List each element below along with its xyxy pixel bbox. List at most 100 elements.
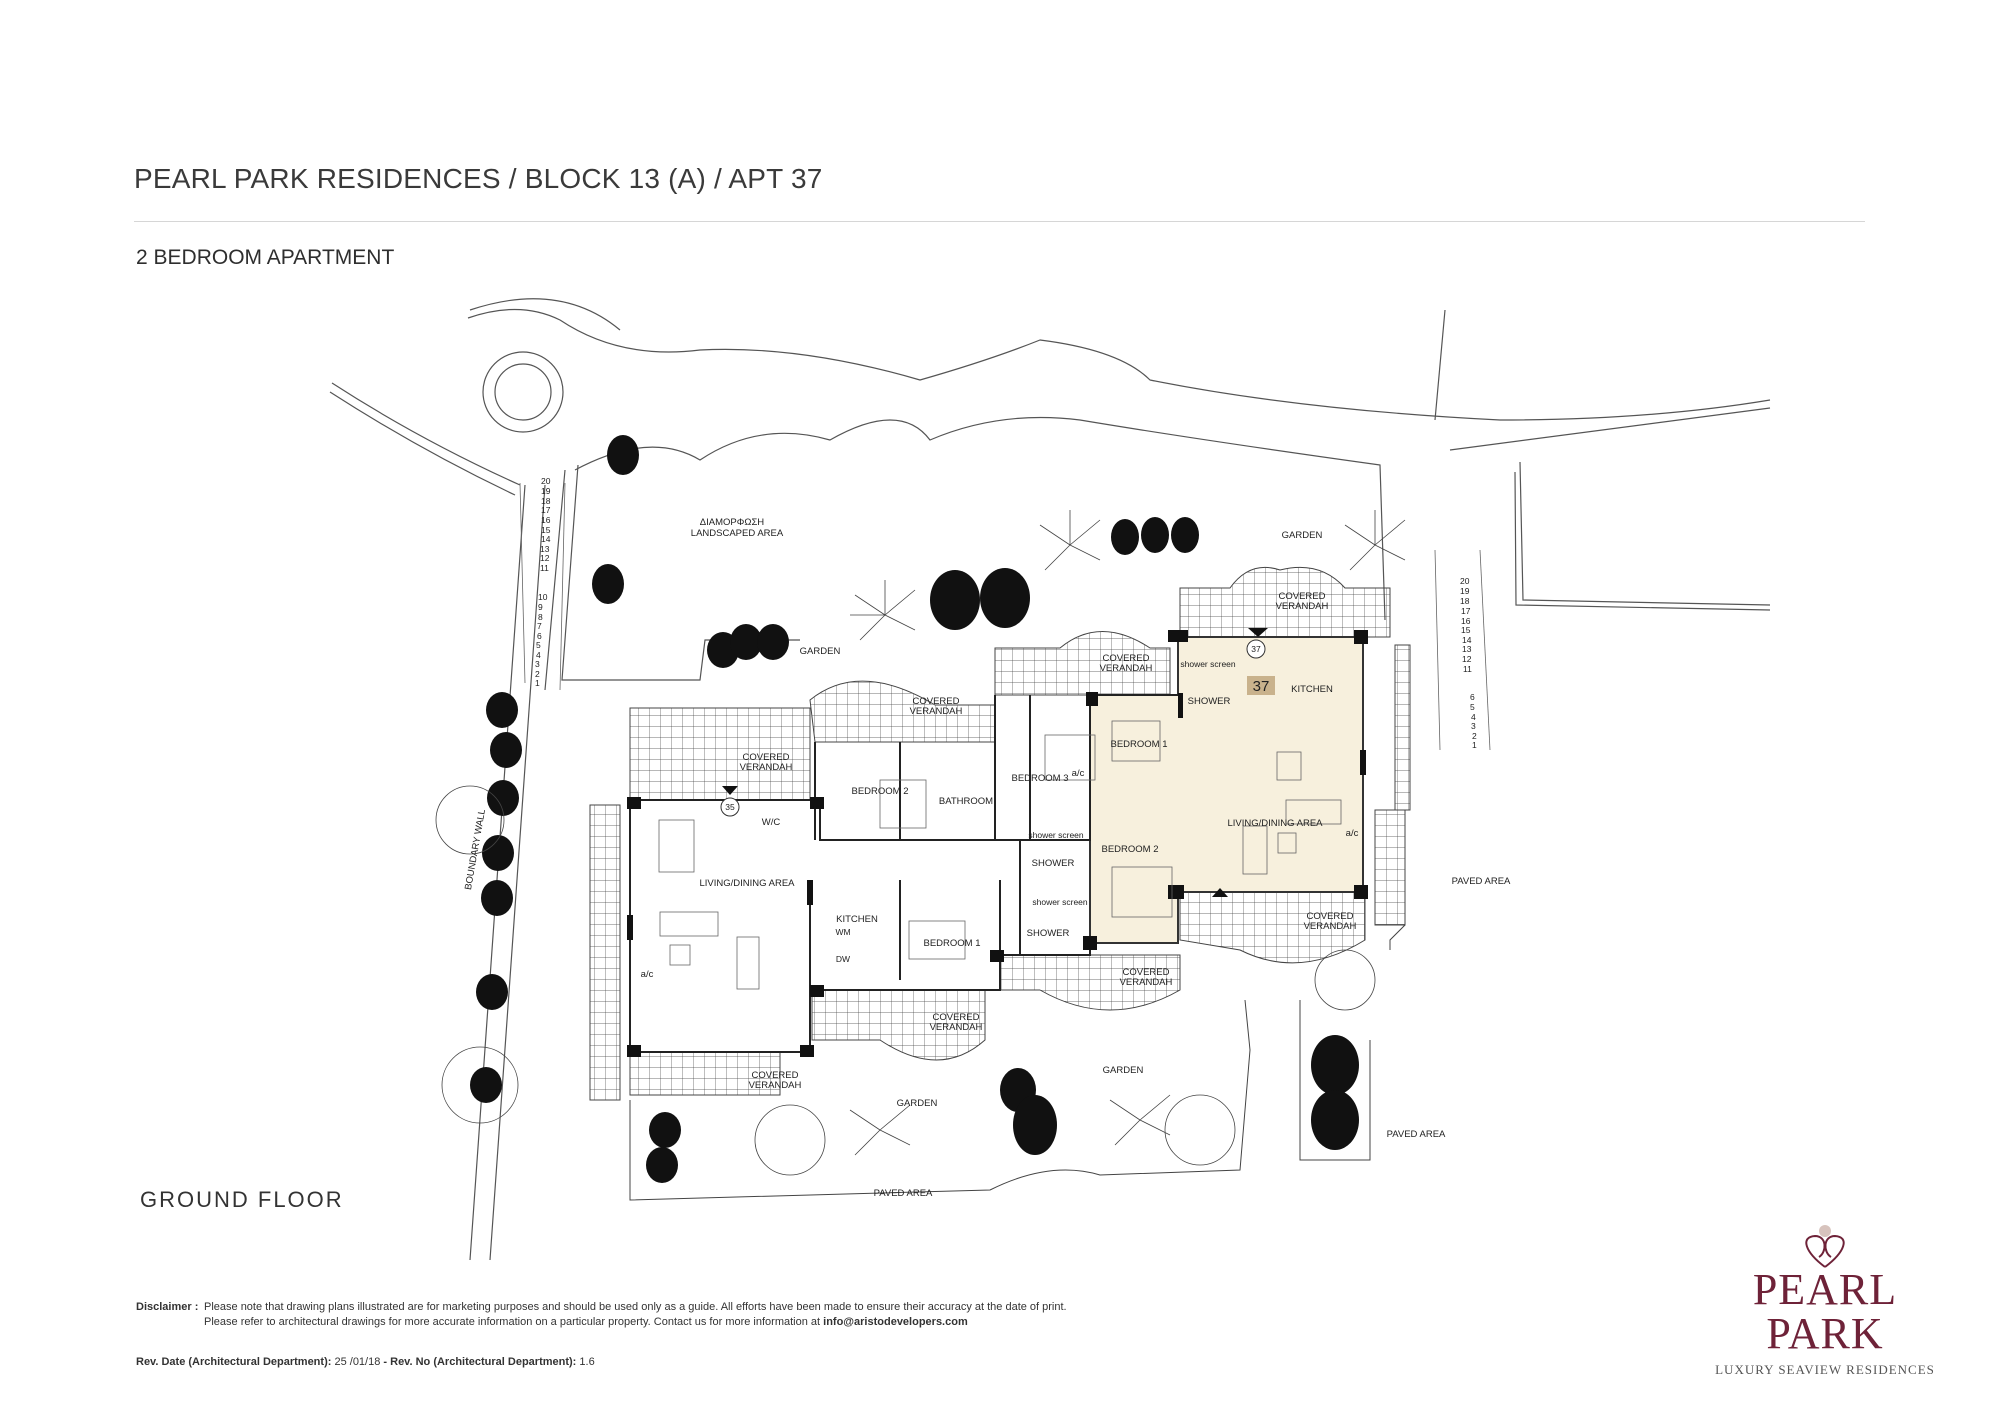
apartment-37-labels: 37 37 KITCHEN SHOWER shower screen BEDRO… xyxy=(1027,639,1333,939)
svg-text:COVERED: COVERED xyxy=(1123,967,1170,978)
svg-text:9: 9 xyxy=(538,602,543,612)
left-staircase xyxy=(519,482,566,691)
entrance-arrow-35 xyxy=(722,786,738,795)
palm-trees xyxy=(435,510,1406,1176)
rev-sep: - xyxy=(380,1356,391,1368)
svg-text:COVERED: COVERED xyxy=(1103,653,1150,664)
logo-name: PEARL PARK xyxy=(1752,1265,1898,1358)
svg-text:37: 37 xyxy=(1253,678,1270,695)
svg-text:4: 4 xyxy=(536,650,541,660)
disclaimer-line-2: Please refer to architectural drawings f… xyxy=(204,1316,821,1328)
svg-text:11: 11 xyxy=(540,563,549,573)
svg-text:18: 18 xyxy=(1460,596,1470,606)
svg-text:6: 6 xyxy=(1470,692,1475,702)
svg-text:2: 2 xyxy=(1472,731,1477,741)
svg-text:shower screen: shower screen xyxy=(1032,897,1088,907)
svg-text:WM: WM xyxy=(835,927,850,937)
trees xyxy=(470,435,1359,1183)
building-walls xyxy=(629,694,1178,1053)
svg-text:5: 5 xyxy=(536,640,541,650)
page-title: PEARL PARK RESIDENCES / BLOCK 13 (A) / A… xyxy=(134,163,823,194)
apartment-type: 2 BEDROOM APARTMENT xyxy=(136,246,395,269)
floor-label: GROUND FLOOR xyxy=(140,1187,344,1212)
svg-text:14: 14 xyxy=(1462,635,1472,645)
svg-text:19: 19 xyxy=(1460,586,1470,596)
svg-text:1: 1 xyxy=(535,678,540,688)
svg-text:6: 6 xyxy=(537,631,542,641)
area-labels: ΔΙΑΜΟΡΦΩΣΗ LANDSCAPED AREA GARDEN GARDEN… xyxy=(463,517,1511,1199)
svg-text:BEDROOM 2: BEDROOM 2 xyxy=(1101,844,1158,855)
svg-text:COVERED: COVERED xyxy=(933,1012,980,1023)
svg-text:18: 18 xyxy=(541,496,551,506)
site-boundaries xyxy=(629,924,1406,1201)
svg-text:a/c: a/c xyxy=(1072,768,1085,779)
svg-text:COVERED: COVERED xyxy=(743,752,790,763)
svg-text:17: 17 xyxy=(1461,606,1471,616)
label-paved-area: PAVED AREA xyxy=(1452,876,1511,887)
header-divider xyxy=(134,221,1865,222)
svg-text:4: 4 xyxy=(1471,712,1476,722)
label-wc: W/C xyxy=(762,817,781,828)
contact-email-link[interactable]: info@aristodevelopers.com xyxy=(823,1316,968,1328)
entrance-arrow-37 xyxy=(1248,628,1268,637)
disclaimer-line-1: Please note that drawing plans illustrat… xyxy=(204,1301,1067,1313)
label-paved-area: PAVED AREA xyxy=(874,1188,933,1199)
svg-text:19: 19 xyxy=(541,486,551,496)
svg-text:VERANDAH: VERANDAH xyxy=(749,1080,802,1091)
label-landscaped: LANDSCAPED AREA xyxy=(691,528,784,539)
svg-text:COVERED: COVERED xyxy=(1279,591,1326,602)
apartment-number-badge xyxy=(1247,676,1275,695)
svg-text:3: 3 xyxy=(1471,721,1476,731)
svg-text:20: 20 xyxy=(1460,576,1470,586)
svg-text:COVERED: COVERED xyxy=(913,696,960,707)
svg-text:12: 12 xyxy=(1462,654,1472,664)
svg-text:VERANDAH: VERANDAH xyxy=(1100,663,1153,674)
svg-text:7: 7 xyxy=(537,621,542,631)
svg-text:SHOWER: SHOWER xyxy=(1027,928,1070,939)
label-bedroom-2: BEDROOM 2 xyxy=(851,786,908,797)
svg-text:16: 16 xyxy=(1461,616,1471,626)
rev-no-label: Rev. No (Architectural Department): xyxy=(390,1356,577,1368)
rev-date-label: Rev. Date (Architectural Department): xyxy=(136,1356,332,1368)
svg-text:DW: DW xyxy=(836,954,850,964)
label-garden: GARDEN xyxy=(1282,530,1323,541)
svg-text:2: 2 xyxy=(535,669,540,679)
svg-text:COVERED: COVERED xyxy=(752,1070,799,1081)
rev-date: 25 /01/18 xyxy=(334,1356,381,1368)
wall-columns xyxy=(627,630,1368,1057)
svg-text:15: 15 xyxy=(1461,625,1471,635)
revision-info: Rev. Date (Architectural Department): 25… xyxy=(136,1356,595,1368)
svg-text:20: 20 xyxy=(541,476,551,486)
svg-text:a/c: a/c xyxy=(641,969,654,980)
svg-text:1: 1 xyxy=(1472,740,1477,750)
svg-text:5: 5 xyxy=(1470,702,1475,712)
pearl-ribbon-icon xyxy=(1805,1225,1845,1268)
covered-verandahs xyxy=(589,566,1411,1101)
svg-text:VERANDAH: VERANDAH xyxy=(740,762,793,773)
svg-text:VERANDAH: VERANDAH xyxy=(930,1022,983,1033)
svg-text:a/c: a/c xyxy=(1346,828,1359,839)
svg-text:COVERED: COVERED xyxy=(1307,911,1354,922)
svg-text:KITCHEN: KITCHEN xyxy=(1291,684,1333,695)
label-bathroom: BATHROOM xyxy=(939,796,993,807)
svg-text:14: 14 xyxy=(541,534,551,544)
disclaimer-label: Disclaimer : xyxy=(136,1301,199,1313)
disclaimer: Disclaimer : Please note that drawing pla… xyxy=(136,1300,1067,1330)
svg-text:37: 37 xyxy=(1251,644,1261,654)
svg-text:8: 8 xyxy=(538,612,543,622)
svg-text:17: 17 xyxy=(541,505,551,515)
apartment-35-marker[interactable]: 35 xyxy=(720,797,740,817)
svg-text:13: 13 xyxy=(540,544,550,554)
label-bedroom-1: BEDROOM 1 xyxy=(923,938,980,949)
svg-text:16: 16 xyxy=(541,515,551,525)
label-garden: GARDEN xyxy=(897,1098,938,1109)
svg-text:SHOWER: SHOWER xyxy=(1032,858,1075,869)
svg-text:11: 11 xyxy=(1463,664,1472,674)
label-landscaped-gr: ΔΙΑΜΟΡΦΩΣΗ xyxy=(700,517,765,528)
label-paved-area: PAVED AREA xyxy=(1387,1129,1446,1140)
svg-text:13: 13 xyxy=(1462,644,1472,654)
